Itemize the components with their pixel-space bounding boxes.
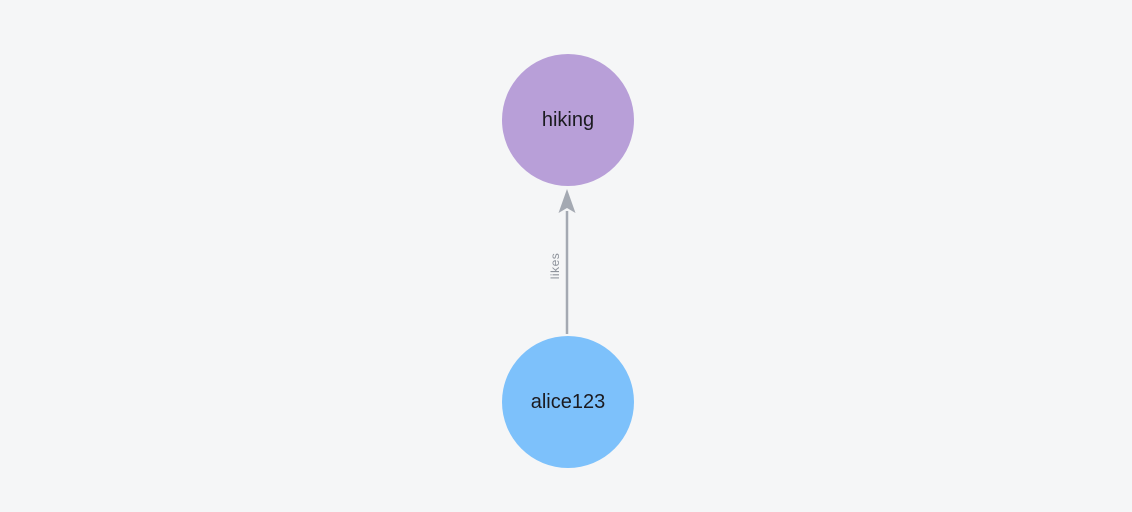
edge-label-likes: likes xyxy=(548,252,562,280)
node-alice123-label: alice123 xyxy=(530,391,606,413)
arrowhead-up-icon xyxy=(558,189,576,213)
node-hiking-label: hiking xyxy=(541,109,595,131)
node-alice123[interactable]: alice123 xyxy=(502,336,634,468)
node-hiking[interactable]: hiking xyxy=(502,54,634,186)
